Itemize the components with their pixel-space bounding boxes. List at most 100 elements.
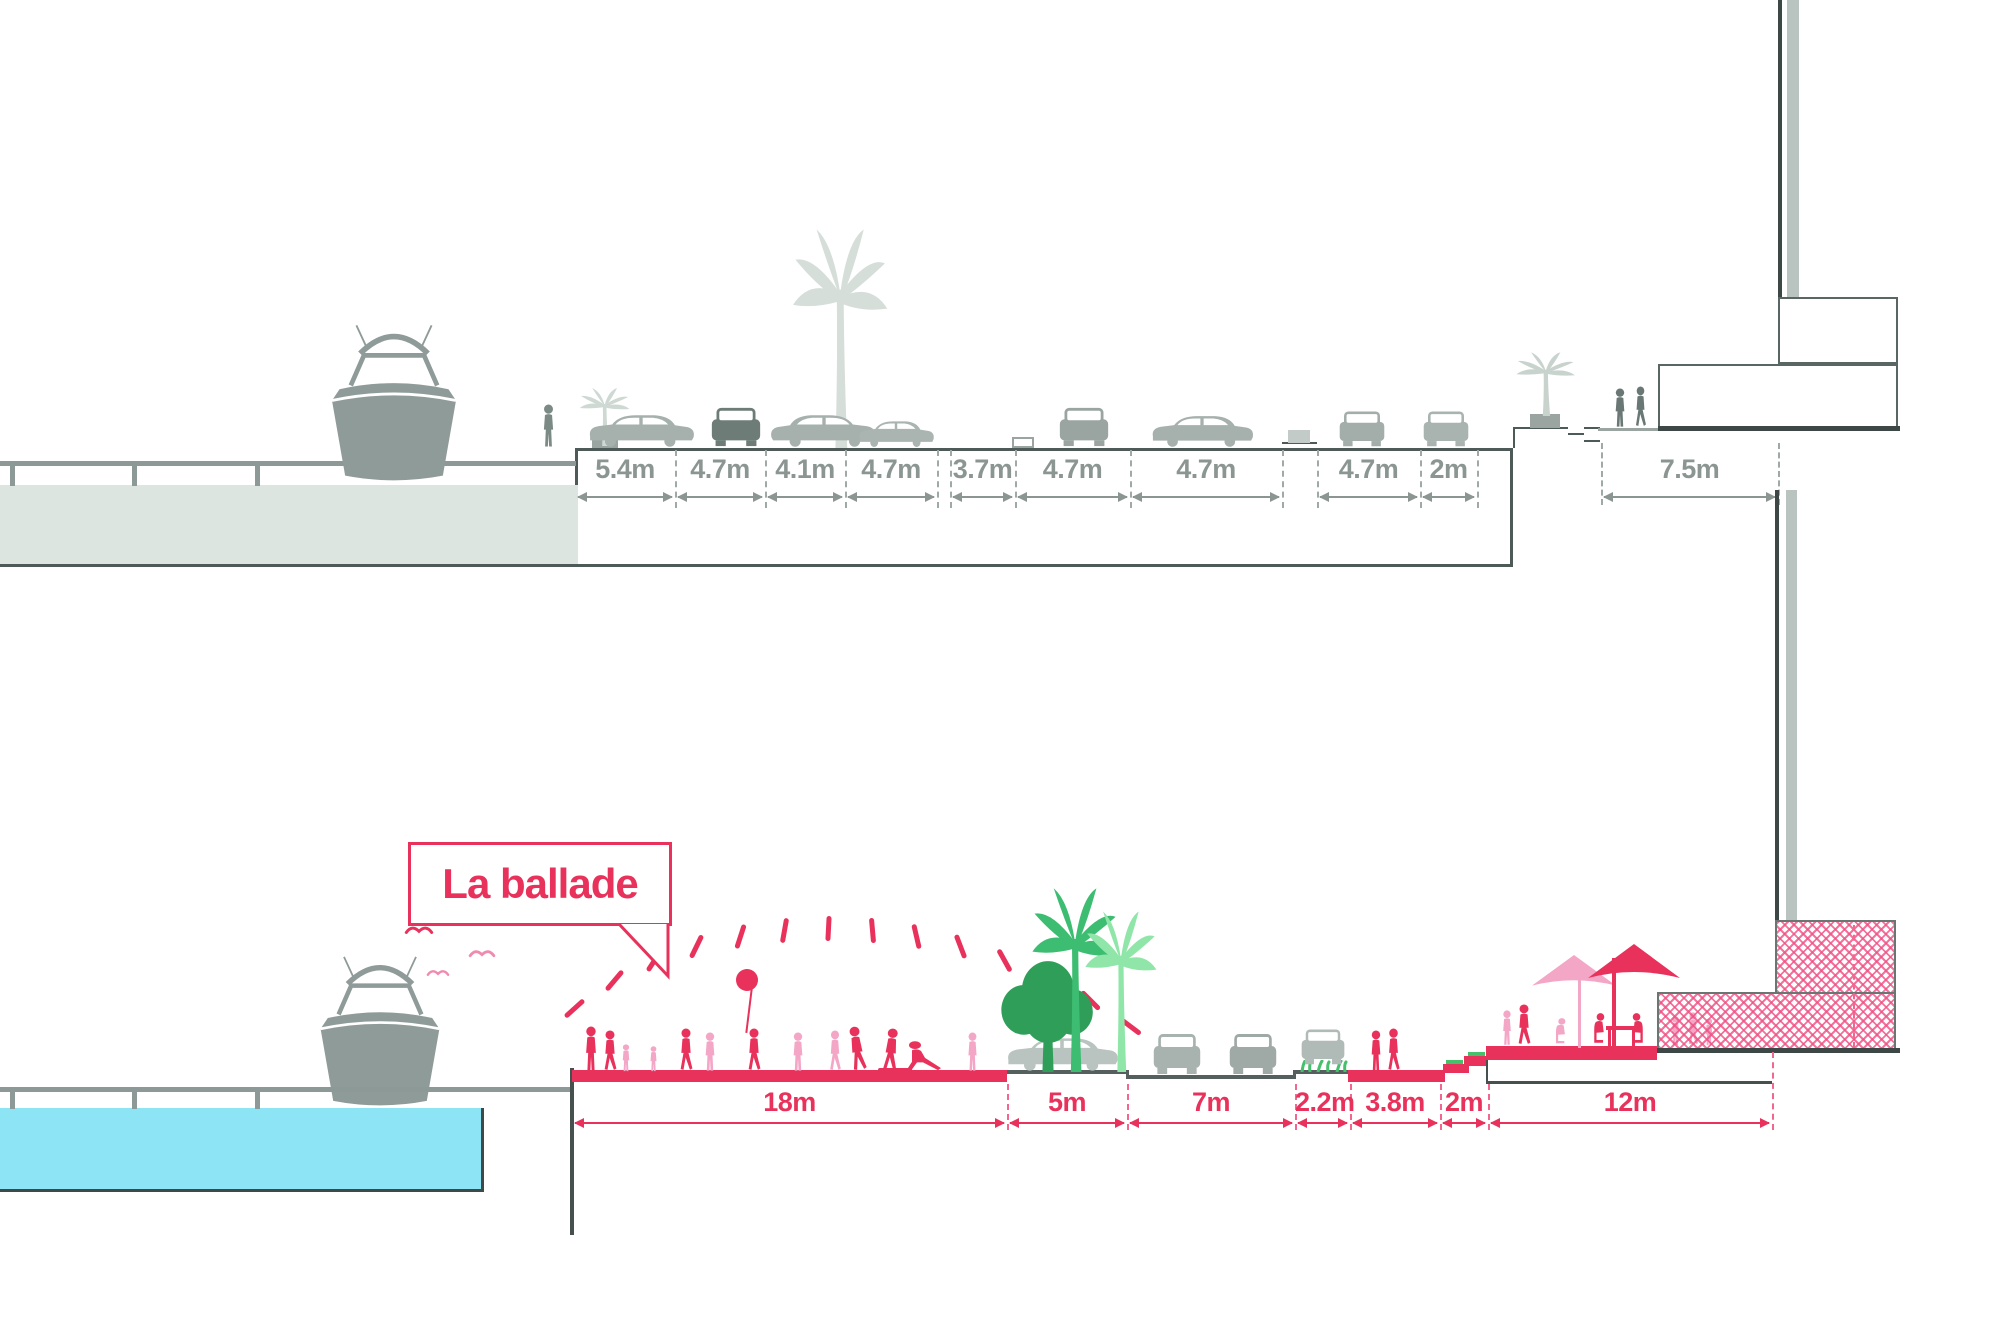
road-line-7m [1127, 1075, 1295, 1079]
cafe-table-leg [1632, 1030, 1635, 1047]
bottom-railing-post [132, 1087, 137, 1109]
dimension-arrow [1604, 495, 1775, 498]
palm-tree-icon [1512, 350, 1578, 416]
ground-line-5m [1007, 1070, 1128, 1074]
dim-separator [1130, 450, 1132, 508]
dim-separator [1420, 450, 1422, 508]
balloon-string [745, 989, 753, 1033]
bird-icon [468, 946, 496, 959]
dimension-arrow [1320, 495, 1417, 498]
dim-separator [1282, 450, 1284, 508]
dimension-label: 5.4m [595, 454, 655, 484]
building-baseline [1657, 1048, 1900, 1053]
top-railing-post [255, 461, 260, 486]
stretching-person-icon [905, 1040, 945, 1072]
skateboarder-icon [878, 1027, 904, 1073]
ray-dash [779, 917, 790, 944]
dimension-arrow [1010, 1121, 1124, 1124]
suv-rear-icon [710, 404, 762, 448]
top-railing-post [132, 461, 137, 486]
dimension-label: 3.7m [952, 454, 1013, 484]
pedestrian-icon [1384, 1028, 1403, 1072]
dim-separator [1015, 450, 1017, 508]
curb-step [1584, 435, 1600, 442]
dimension-segment: 4.1m [765, 451, 845, 498]
ground-line [1598, 428, 1660, 431]
callout-bubble-tail [618, 923, 670, 980]
pedestrian-icon [702, 1032, 718, 1072]
dimension-label: 2m [1444, 1087, 1484, 1117]
ray-dash [868, 917, 877, 944]
skateboard-icon [878, 1068, 912, 1072]
bottom-railing-post [10, 1087, 15, 1109]
median-object [1288, 430, 1310, 443]
dimension-segment: 4.7m [1317, 451, 1420, 498]
dimension-label: 2m [1429, 454, 1468, 484]
pedestrian-icon [1612, 388, 1628, 428]
building-wall-fill [1787, 0, 1799, 299]
dimension-label: 4.7m [1042, 454, 1103, 484]
building-wall-fill [1786, 490, 1797, 922]
dimension-label: 5m [1047, 1087, 1087, 1117]
umbrella-pole [1578, 966, 1581, 1048]
car-icon [856, 418, 936, 448]
dimension-arrow [575, 1121, 1004, 1124]
palm-tree-icon [1080, 906, 1160, 1072]
dimension-label: 2.2m [1295, 1087, 1355, 1117]
step [1443, 1064, 1469, 1073]
callout-text: La ballade [442, 860, 638, 907]
dimension-arrow [1018, 495, 1127, 498]
road-step-line [1293, 1070, 1296, 1079]
dim-separator [1778, 443, 1780, 505]
dim-separator [1007, 1084, 1009, 1130]
callout-bubble: La ballade [408, 842, 672, 926]
dimension-arrow [1133, 495, 1279, 498]
pedestrian-icon [790, 1032, 806, 1072]
bottom-railing-bar [0, 1087, 572, 1092]
dim-separator [1772, 1052, 1774, 1130]
dim-separator [1350, 1084, 1352, 1130]
terrace-underbox [1486, 1058, 1772, 1084]
car-icon [585, 411, 697, 448]
dimension-label: 4.7m [1176, 454, 1236, 484]
ray-dash [911, 923, 922, 950]
cafe-table [1606, 1026, 1638, 1030]
dimension-segment: 3.8m [1350, 1084, 1440, 1124]
dim-separator [1853, 925, 1855, 1048]
dimension-label: 7.5m [1659, 454, 1720, 484]
dimension-arrow [953, 495, 1012, 498]
pedestrian-icon [1632, 386, 1649, 428]
building-baseline [1658, 426, 1900, 431]
car-rear-icon [1300, 1026, 1346, 1066]
dimension-segment: 2m [1440, 1084, 1488, 1124]
dimension-segment: 4.7m [1130, 451, 1282, 498]
seated-person-icon [1590, 1013, 1607, 1046]
step [1464, 1056, 1492, 1066]
dim-separator [675, 450, 677, 508]
top-quay-cross-section-box [575, 448, 1513, 567]
dimension-segment-setback: 7.5m [1601, 451, 1778, 498]
jumping-person-icon [843, 1025, 871, 1074]
building-lower-hatched [1657, 992, 1896, 1050]
child-icon [648, 1046, 659, 1072]
umbrella-icon [1588, 944, 1680, 984]
pedestrian-icon [1514, 1004, 1534, 1046]
top-railing-post [10, 461, 15, 486]
dimension-label: 4.7m [690, 454, 750, 484]
cafe-table-leg [1608, 1030, 1611, 1047]
seated-person-icon [1552, 1018, 1568, 1046]
dimension-segment: 12m [1488, 1084, 1772, 1124]
building-plinth [1658, 364, 1898, 428]
quay-edge-line [570, 1068, 574, 1235]
dimension-label: 3.8m [1365, 1087, 1425, 1117]
dim-separator [845, 450, 847, 508]
dimension-segment: 3.7m [950, 451, 1015, 498]
dimension-arrow [1353, 1121, 1437, 1124]
pedestrian-icon [1500, 1010, 1514, 1046]
dimension-label: 18m [763, 1087, 816, 1117]
median-curb [1282, 442, 1317, 448]
dimension-arrow [1423, 495, 1474, 498]
car-rear-icon [1422, 408, 1470, 448]
building-upper-hatched [1775, 920, 1896, 994]
